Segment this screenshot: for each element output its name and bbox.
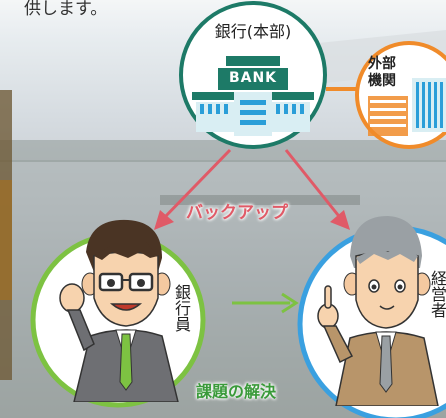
external-node: 外部 機関 bbox=[354, 40, 446, 150]
bank-external-connector bbox=[326, 87, 360, 91]
solution-arrow bbox=[232, 292, 299, 314]
banker-node: 銀行員 bbox=[30, 219, 206, 408]
bank-node: 銀行(本部) BANK bbox=[178, 0, 328, 150]
external-building-icon bbox=[412, 78, 446, 132]
intro-text-fragment: 供します。 bbox=[24, 0, 108, 19]
external-label-line1: 外部 bbox=[368, 56, 396, 72]
manager-node: 経営者 bbox=[296, 216, 446, 418]
backup-arrows bbox=[154, 148, 350, 230]
backup-arrow-left-head bbox=[154, 210, 174, 230]
external-label: 外部 機関 bbox=[368, 56, 396, 90]
manager-label: 経営者 bbox=[428, 270, 446, 318]
backup-arrow-right-head bbox=[330, 210, 350, 230]
banker-avatar bbox=[59, 219, 179, 402]
solution-label: 課題の解決 bbox=[196, 382, 277, 401]
bank-title: 銀行(本部) bbox=[214, 22, 292, 41]
external-building-icon-2 bbox=[368, 96, 408, 136]
external-label-line2: 機関 bbox=[368, 73, 396, 89]
backup-label: バックアップ bbox=[186, 203, 288, 223]
bank-sign: BANK bbox=[228, 70, 278, 86]
manager-avatar bbox=[317, 216, 439, 406]
banker-label: 銀行員 bbox=[172, 284, 191, 332]
bank-building-icon bbox=[192, 56, 314, 136]
